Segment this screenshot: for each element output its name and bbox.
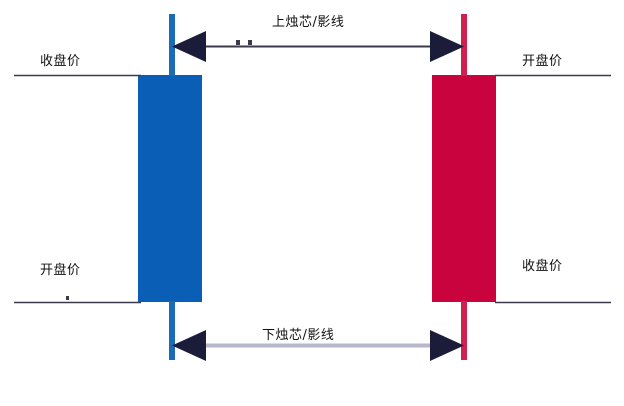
right-close-price-label: 收盘价: [522, 259, 563, 274]
left-open-price-label: 开盘价: [40, 263, 81, 278]
right-open-price-label: 开盘价: [522, 54, 563, 69]
lower-wick-measure-arrow: [172, 330, 464, 361]
upper-wick-label: 上烛芯/影线: [272, 15, 345, 30]
left-candle-body: [138, 75, 202, 302]
left-candle: [138, 14, 202, 360]
left-open-line-tick: [66, 296, 69, 300]
arrow-left-icon: [172, 31, 206, 62]
right-candle-lower-wick: [461, 301, 467, 360]
upper-measure-tick-1: [236, 40, 240, 45]
left-candle-upper-wick: [169, 14, 175, 76]
right-candle-upper-wick: [461, 14, 467, 76]
left-candle-lower-wick: [169, 301, 175, 360]
upper-wick-measure-arrow: [172, 31, 464, 62]
right-candle-body: [432, 75, 496, 302]
arrow-right-icon: [430, 31, 464, 62]
arrow-right-icon: [430, 330, 464, 361]
arrow-left-icon: [172, 330, 206, 361]
upper-measure-tick-2: [248, 40, 252, 45]
lower-wick-label: 下烛芯/影线: [262, 328, 335, 343]
right-candle: [432, 14, 496, 360]
left-close-price-label: 收盘价: [40, 54, 81, 69]
